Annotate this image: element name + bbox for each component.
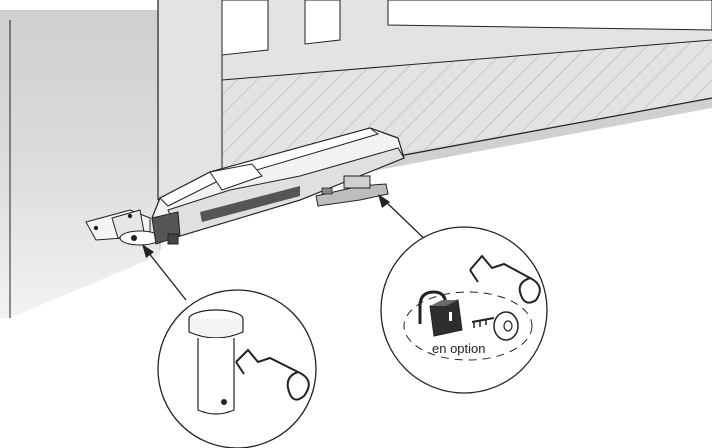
gate-motor <box>85 127 405 246</box>
padlock-icon <box>418 290 463 337</box>
hinge-pin-icon <box>188 309 244 415</box>
callout-arrow-left <box>142 244 187 301</box>
wall-bracket <box>85 209 161 246</box>
pin-callout <box>157 289 317 448</box>
r-clip-icon <box>469 254 541 304</box>
option-dashed-outline <box>403 291 533 361</box>
lock-callout: en option <box>380 226 548 394</box>
key-icon <box>471 311 519 341</box>
option-label: en option <box>432 341 486 356</box>
r-clip-icon <box>235 348 310 401</box>
gate-bracket <box>315 175 389 207</box>
pillar <box>0 10 161 318</box>
